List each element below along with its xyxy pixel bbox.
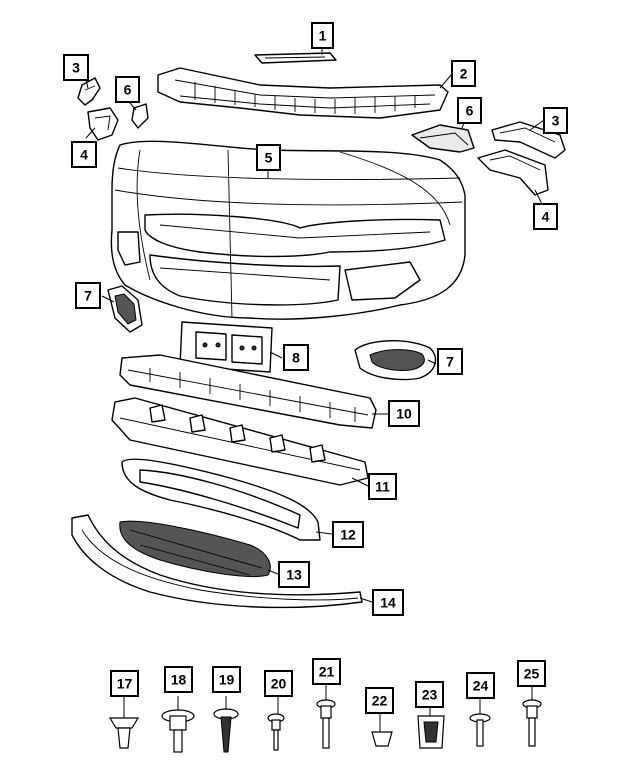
callout-4-left-label: 4: [80, 147, 88, 163]
fastener-25: [522, 699, 542, 747]
part-energy-absorber: [111, 397, 369, 486]
callout-2-label: 2: [460, 66, 468, 82]
callout-24: 24: [466, 672, 495, 699]
callout-3-right: 3: [543, 107, 568, 134]
callout-7-left-label: 7: [84, 288, 92, 304]
callout-13-label: 13: [286, 567, 302, 583]
part-lower-splitter: [71, 514, 363, 609]
callout-23: 23: [415, 681, 444, 708]
callout-19: 19: [212, 666, 241, 693]
callout-18-label: 18: [171, 672, 187, 688]
callout-3-right-label: 3: [552, 113, 560, 129]
fastener-19: [213, 708, 239, 753]
part-bumper-fascia: [110, 140, 466, 320]
callout-10-label: 10: [396, 406, 412, 422]
callout-8-label: 8: [292, 350, 300, 366]
part-license-plate-bracket: [179, 321, 273, 373]
callout-4-right: 4: [533, 203, 558, 230]
fastener-18: [161, 709, 195, 753]
callout-25: 25: [517, 660, 546, 687]
callout-labels: 1 2 3 3 4 4 5 6: [63, 22, 568, 714]
part-right-fog-bezel: [354, 340, 437, 381]
part-right-shield: [411, 124, 475, 153]
callout-7-left: 7: [75, 282, 101, 309]
callout-24-label: 24: [473, 678, 489, 694]
callout-18: 18: [164, 666, 193, 693]
callout-4-left: 4: [71, 141, 97, 168]
callout-3-left-label: 3: [72, 60, 80, 76]
callout-14: 14: [372, 589, 404, 616]
callout-13: 13: [278, 561, 310, 588]
callout-10: 10: [388, 400, 420, 427]
callout-4-right-label: 4: [542, 209, 550, 225]
callout-2: 2: [451, 60, 476, 87]
callout-20-label: 20: [271, 676, 287, 692]
part-upper-center-bracket: [254, 52, 337, 64]
callout-12-label: 12: [340, 527, 356, 543]
fastener-22: [371, 731, 393, 747]
callout-20: 20: [264, 670, 293, 697]
fastener-21: [316, 699, 336, 749]
callout-12: 12: [332, 521, 364, 548]
callout-8: 8: [283, 344, 309, 371]
callout-25-label: 25: [524, 666, 540, 682]
callout-5-label: 5: [265, 150, 273, 166]
callout-1-label: 1: [319, 28, 327, 44]
callout-23-label: 23: [422, 687, 438, 703]
callout-17-label: 17: [117, 676, 133, 692]
part-right-lower-bracket: [477, 149, 549, 196]
callout-19-label: 19: [219, 672, 235, 688]
fastener-24: [469, 713, 491, 747]
callout-6-right: 6: [457, 97, 482, 124]
leader-lines: [85, 48, 545, 732]
fastener-23: [417, 715, 445, 749]
callout-21: 21: [312, 658, 341, 685]
part-upper-support: [157, 67, 449, 119]
part-lower-grille-frame: [121, 458, 321, 541]
part-left-fog-bezel: [107, 285, 143, 333]
callout-6-right-label: 6: [466, 103, 474, 119]
callout-14-label: 14: [380, 595, 396, 611]
fastener-17: [108, 717, 140, 749]
callout-17: 17: [110, 670, 139, 697]
callout-22: 22: [365, 687, 394, 714]
callout-7-right: 7: [437, 348, 463, 375]
callout-11: 11: [368, 473, 397, 500]
part-left-lower-bracket: [87, 107, 119, 141]
part-lower-grille-mesh: [119, 520, 271, 577]
callout-6-left: 6: [115, 76, 140, 103]
callout-11-label: 11: [375, 479, 390, 495]
part-left-bracket: [77, 77, 101, 106]
callout-3-left: 3: [63, 54, 89, 81]
callout-21-label: 21: [319, 664, 335, 680]
callout-6-left-label: 6: [124, 82, 132, 98]
callout-7-right-label: 7: [446, 354, 454, 370]
callout-1: 1: [311, 22, 334, 49]
callout-22-label: 22: [372, 693, 388, 709]
callout-5: 5: [256, 144, 281, 171]
part-impact-beam: [119, 354, 377, 429]
fastener-20: [267, 713, 285, 751]
